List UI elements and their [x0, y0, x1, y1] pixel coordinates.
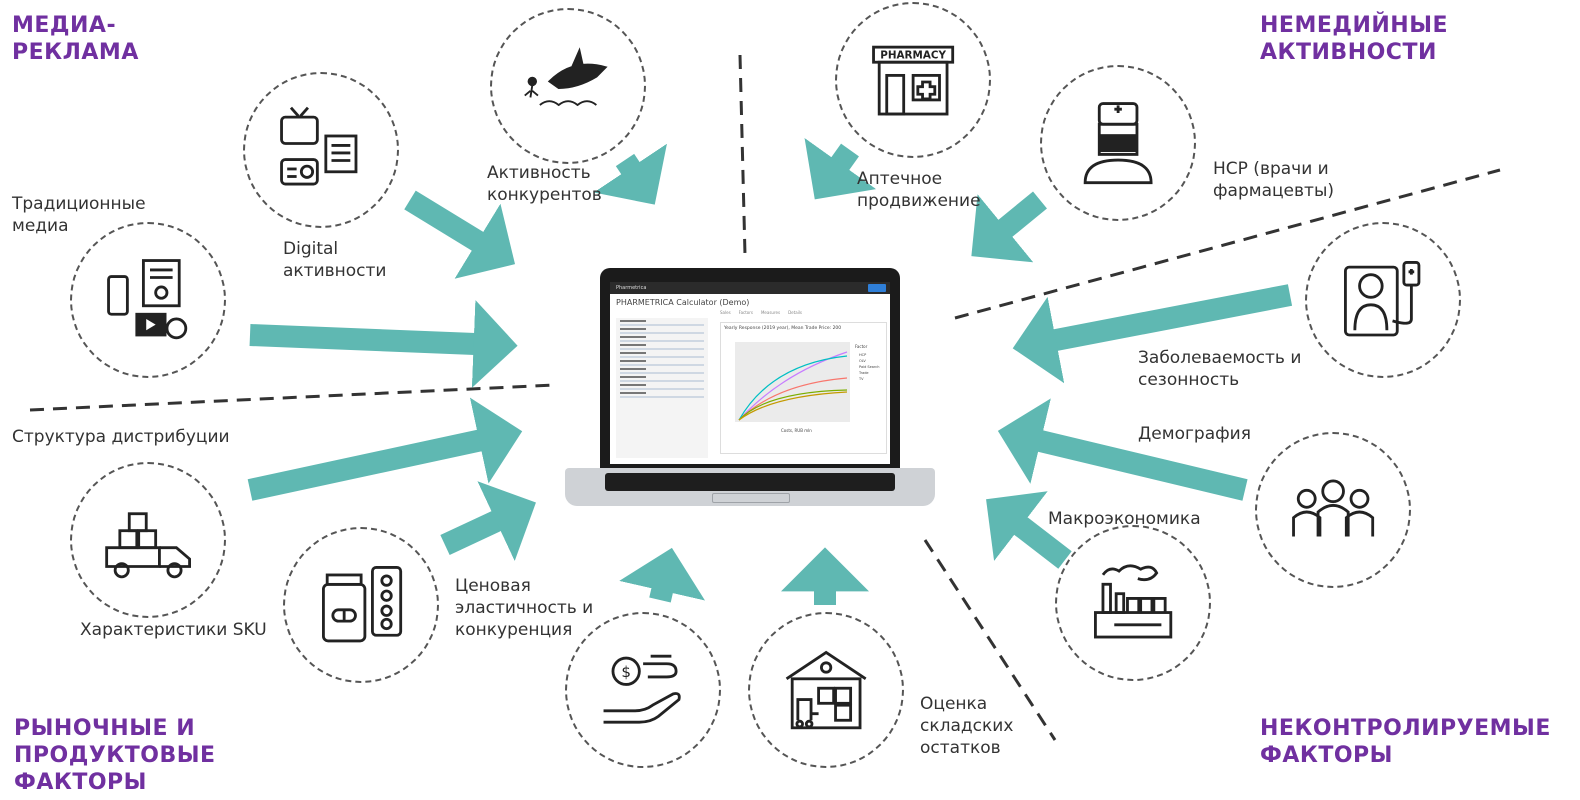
doctor-icon — [1083, 102, 1153, 184]
label-price: Ценовая эластичность и конкуренция — [455, 576, 594, 640]
laptop-screen: Pharmetrica PHARMETRICA Calculator (Demo… — [610, 282, 890, 464]
arrow-morbidity — [1012, 284, 1293, 384]
slider-row[interactable] — [620, 336, 704, 342]
app-navbar: Pharmetrica — [610, 282, 890, 294]
arrow-traditional-media — [249, 299, 518, 388]
plot-title: Yearly Response (2019 year), Mean Trade … — [724, 326, 842, 331]
quadrant-title-market-product: РЫНОЧНЫЕ И ПРОДУКТОВЫЕ ФАКТОРЫ — [14, 716, 216, 795]
divider-right — [954, 168, 1501, 320]
phone-document-video-icon — [107, 259, 188, 340]
digital-circle — [243, 72, 399, 228]
arrow-pharmacy — [804, 137, 877, 200]
arrow-macro — [986, 491, 1072, 569]
laptop: Pharmetrica PHARMETRICA Calculator (Demo… — [565, 268, 935, 518]
legend-item: TV — [858, 377, 864, 381]
legend-item: Paid Search — [859, 365, 879, 369]
slider-row[interactable] — [620, 392, 704, 398]
morbidity-circle — [1305, 222, 1461, 378]
app-title: PHARMETRICA Calculator (Demo) — [616, 298, 750, 307]
traditional-media-circle — [70, 222, 226, 378]
divider-left — [29, 383, 556, 412]
tv-radio-newspaper-icon — [280, 106, 358, 186]
login-button[interactable] — [868, 284, 886, 292]
warehouse-forklift-icon — [785, 650, 867, 730]
arrow-demography — [997, 398, 1248, 501]
label-digital: Digital активности — [283, 239, 387, 281]
label-macro: Макроэкономика — [1048, 509, 1201, 529]
laptop-keyboard — [605, 473, 895, 491]
tab-measures[interactable]: Measures — [760, 310, 781, 315]
arrow-sku — [440, 481, 536, 562]
arrow-distribution — [247, 397, 523, 501]
quadrant-title-nonmedia: НЕМЕДИЙНЫЕ АКТИВНОСТИ — [1260, 13, 1449, 65]
patient-iv-icon — [1343, 260, 1421, 337]
factor-arrows — [247, 137, 1293, 605]
arrow-hcp — [971, 191, 1047, 263]
macro-circle — [1055, 525, 1211, 681]
distribution-circle — [70, 462, 226, 618]
app-sidebar-sliders — [616, 318, 708, 458]
factory-icon — [1093, 564, 1173, 639]
divider-lines — [29, 54, 1501, 741]
slider-row[interactable] — [620, 320, 704, 326]
tab-details[interactable]: Details — [788, 310, 802, 315]
arrow-digital — [404, 190, 516, 279]
quadrant-title-media: МЕДИА- РЕКЛАМА — [12, 13, 139, 65]
delivery-truck-icon — [105, 512, 191, 579]
medicine-pills-icon — [321, 565, 402, 643]
tab-factors[interactable]: Factors — [738, 310, 753, 315]
slider-row[interactable] — [620, 328, 704, 334]
price-circle: $ — [565, 612, 721, 768]
quadrant-title-uncontrollable: НЕКОНТРОЛИРУЕМЫЕ ФАКТОРЫ — [1260, 716, 1551, 768]
slider-row[interactable] — [620, 368, 704, 374]
arrow-price — [619, 547, 706, 603]
slider-row[interactable] — [620, 384, 704, 390]
label-sku: Характеристики SKU — [80, 620, 267, 640]
slider-row[interactable] — [620, 376, 704, 382]
app-tabs: Sales Factors Measures Details — [720, 310, 802, 315]
label-pharmacy: Аптечное продвижение — [857, 169, 981, 211]
plot-x-label: Costs, RUB mln — [781, 428, 812, 433]
label-stock: Оценка складских остатков — [920, 694, 1014, 758]
stock-circle — [748, 612, 904, 768]
pharmacy-icon: PHARMACY — [872, 45, 954, 116]
divider-top — [738, 54, 747, 256]
divider-bottom — [923, 539, 1057, 741]
legend-title: Factor — [855, 344, 868, 349]
shark-competitor-icon — [524, 47, 608, 107]
people-demography-icon — [1292, 479, 1374, 537]
svg-text:$: $ — [621, 663, 631, 681]
legend-item: Trade — [858, 371, 869, 375]
hcp-circle — [1040, 65, 1196, 221]
label-competitors: Активность конкурентов — [487, 163, 602, 205]
slider-row[interactable] — [620, 360, 704, 366]
tab-sales[interactable]: Sales — [720, 310, 731, 315]
competitors-circle — [490, 8, 646, 164]
response-curves: Costs, RUB mln Factor HCP OLV Paid Searc… — [735, 342, 879, 433]
svg-text:PHARMACY: PHARMACY — [880, 49, 946, 61]
pharmacy-circle: PHARMACY — [835, 2, 991, 158]
arrow-competitors — [593, 143, 667, 205]
laptop-touchpad — [712, 493, 790, 503]
coin-hand-icon: $ — [603, 654, 681, 724]
label-demography: Демография — [1138, 424, 1251, 444]
sku-circle — [283, 527, 439, 683]
laptop-screen-frame: Pharmetrica PHARMETRICA Calculator (Demo… — [600, 268, 900, 468]
demography-circle — [1255, 432, 1411, 588]
label-morbidity: Заболеваемость и сезонность — [1138, 348, 1302, 390]
response-plot: Yearly Response (2019 year), Mean Trade … — [720, 322, 887, 454]
label-traditional-media: Традиционные медиа — [12, 194, 146, 236]
app-name: Pharmetrica — [616, 285, 647, 291]
label-hcp: HCP (врачи и фармацевты) — [1213, 159, 1334, 201]
label-distribution: Структура дистрибуции — [12, 427, 230, 447]
legend-item: HCP — [859, 353, 866, 357]
slider-row[interactable] — [620, 352, 704, 358]
slider-row[interactable] — [620, 344, 704, 350]
legend-item: OLV — [859, 359, 866, 363]
